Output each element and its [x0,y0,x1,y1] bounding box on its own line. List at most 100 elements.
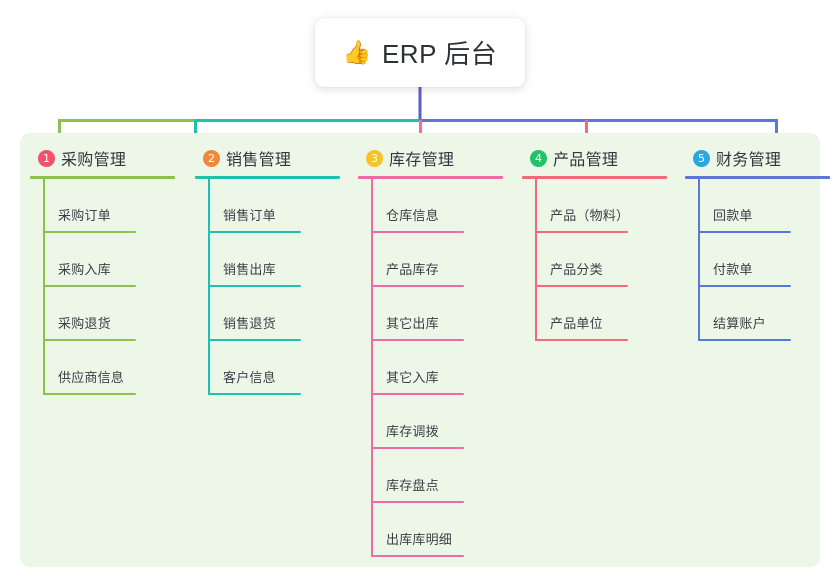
branch-item[interactable]: 产品单位 [535,287,674,341]
branch-item-label: 销售出库 [223,262,276,277]
branch-item[interactable]: 销售出库 [208,233,347,287]
branch-items: 仓库信息产品库存其它出库其它入库库存调拨库存盘点出库库明细 [371,179,510,557]
branch-column-库存管理[interactable]: 3 库存管理仓库信息产品库存其它出库其它入库库存调拨库存盘点出库库明细 [358,145,510,557]
branch-item-label: 回款单 [713,208,753,223]
branch-item-underline [371,555,464,557]
branch-item[interactable]: 付款单 [698,233,837,287]
branch-item[interactable]: 采购入库 [43,233,182,287]
branch-item[interactable]: 仓库信息 [371,179,510,233]
branch-underline [195,176,340,179]
branch-item[interactable]: 供应商信息 [43,341,182,395]
branch-item[interactable]: 采购退货 [43,287,182,341]
branch-header[interactable]: 3 库存管理 [358,145,510,171]
branch-spine [371,179,373,557]
branch-column-财务管理[interactable]: 5 财务管理回款单付款单结算账户 [685,145,837,341]
branch-index-badge: 4 [530,149,547,167]
branch-item-underline [698,285,791,287]
branch-item-underline [535,231,628,233]
branch-item[interactable]: 其它出库 [371,287,510,341]
branch-item-underline [371,447,464,449]
branch-title: 产品管理 [553,152,619,169]
branch-items: 产品（物料） 产品分类产品单位 [535,179,674,341]
branch-items: 回款单付款单结算账户 [698,179,837,341]
branch-underline [30,176,175,179]
branch-item[interactable]: 出库库明细 [371,503,510,557]
branch-item-underline [535,339,628,341]
branch-item-label: 采购入库 [58,262,111,277]
branch-title: 库存管理 [389,152,455,169]
branch-column-销售管理[interactable]: 2 销售管理销售订单销售出库销售退货客户信息 [195,145,347,395]
branch-item-label: 采购订单 [58,208,111,223]
branch-spine [208,179,210,395]
branch-item-label: 库存盘点 [386,478,439,493]
branch-item-underline [208,231,301,233]
branch-item-label: 客户信息 [223,370,276,385]
branch-header[interactable]: 5 财务管理 [685,145,837,171]
branch-spine [43,179,45,395]
branch-items: 采购订单采购入库采购退货供应商信息 [43,179,182,395]
branch-item-label: 销售退货 [223,316,276,331]
branch-underline [358,176,503,179]
branch-item-underline [208,393,301,395]
branch-item[interactable]: 库存调拨 [371,395,510,449]
branch-column-产品管理[interactable]: 4 产品管理产品（物料） 产品分类产品单位 [522,145,674,341]
branch-item-label: 其它入库 [386,370,439,385]
branch-item[interactable]: 销售订单 [208,179,347,233]
branch-item-label: 产品（物料） [550,208,630,223]
branch-item-underline [371,339,464,341]
branch-item-label: 其它出库 [386,316,439,331]
branch-item[interactable]: 回款单 [698,179,837,233]
root-node-title: 👍 ERP 后台 [343,34,497,71]
branch-item-underline [208,285,301,287]
branch-column-采购管理[interactable]: 1 采购管理采购订单采购入库采购退货供应商信息 [30,145,182,395]
branch-item-label: 产品单位 [550,316,603,331]
branch-index-badge: 1 [38,149,55,167]
branch-item-underline [698,231,791,233]
branch-underline [522,176,667,179]
branch-item-label: 产品分类 [550,262,603,277]
branch-item-underline [43,393,136,395]
branch-item-underline [371,393,464,395]
branch-item[interactable]: 其它入库 [371,341,510,395]
branch-item-label: 付款单 [713,262,753,277]
branch-items: 销售订单销售出库销售退货客户信息 [208,179,347,395]
branch-item-label: 库存调拨 [386,424,439,439]
branch-item[interactable]: 销售退货 [208,287,347,341]
branch-item[interactable]: 客户信息 [208,341,347,395]
branch-title: 销售管理 [226,152,292,169]
branch-item[interactable]: 产品分类 [535,233,674,287]
branch-header[interactable]: 2 销售管理 [195,145,347,171]
branch-item-underline [371,231,464,233]
branch-item-label: 结算账户 [713,316,766,331]
branch-index-badge: 5 [693,149,710,167]
branch-index-badge: 3 [366,149,383,167]
branch-item-label: 采购退货 [58,316,111,331]
branch-item-label: 产品库存 [386,262,439,277]
branch-item[interactable]: 产品库存 [371,233,510,287]
branch-title: 财务管理 [716,152,782,169]
branch-item-label: 销售订单 [223,208,276,223]
branch-item-underline [698,339,791,341]
diagram-panel [20,133,820,567]
branch-item-label: 出库库明细 [386,532,453,547]
root-node-card[interactable]: 👍 ERP 后台 [315,18,525,87]
branch-item-underline [371,501,464,503]
branch-item-label: 供应商信息 [58,370,125,385]
branch-item-underline [43,231,136,233]
branch-spine [698,179,700,341]
branch-item-underline [208,339,301,341]
branch-title: 采购管理 [61,152,127,169]
branch-item[interactable]: 产品（物料） [535,179,674,233]
root-title-text: ERP 后台 [381,39,498,69]
branch-item[interactable]: 库存盘点 [371,449,510,503]
branch-header[interactable]: 1 采购管理 [30,145,182,171]
branch-item-underline [43,339,136,341]
branch-spine [535,179,537,341]
branch-index-badge: 2 [203,149,220,167]
branch-item-label: 仓库信息 [386,208,439,223]
branch-header[interactable]: 4 产品管理 [522,145,674,171]
branch-item[interactable]: 结算账户 [698,287,837,341]
branch-item[interactable]: 采购订单 [43,179,182,233]
thumbs-up-icon: 👍 [342,39,372,65]
branch-item-underline [371,285,464,287]
